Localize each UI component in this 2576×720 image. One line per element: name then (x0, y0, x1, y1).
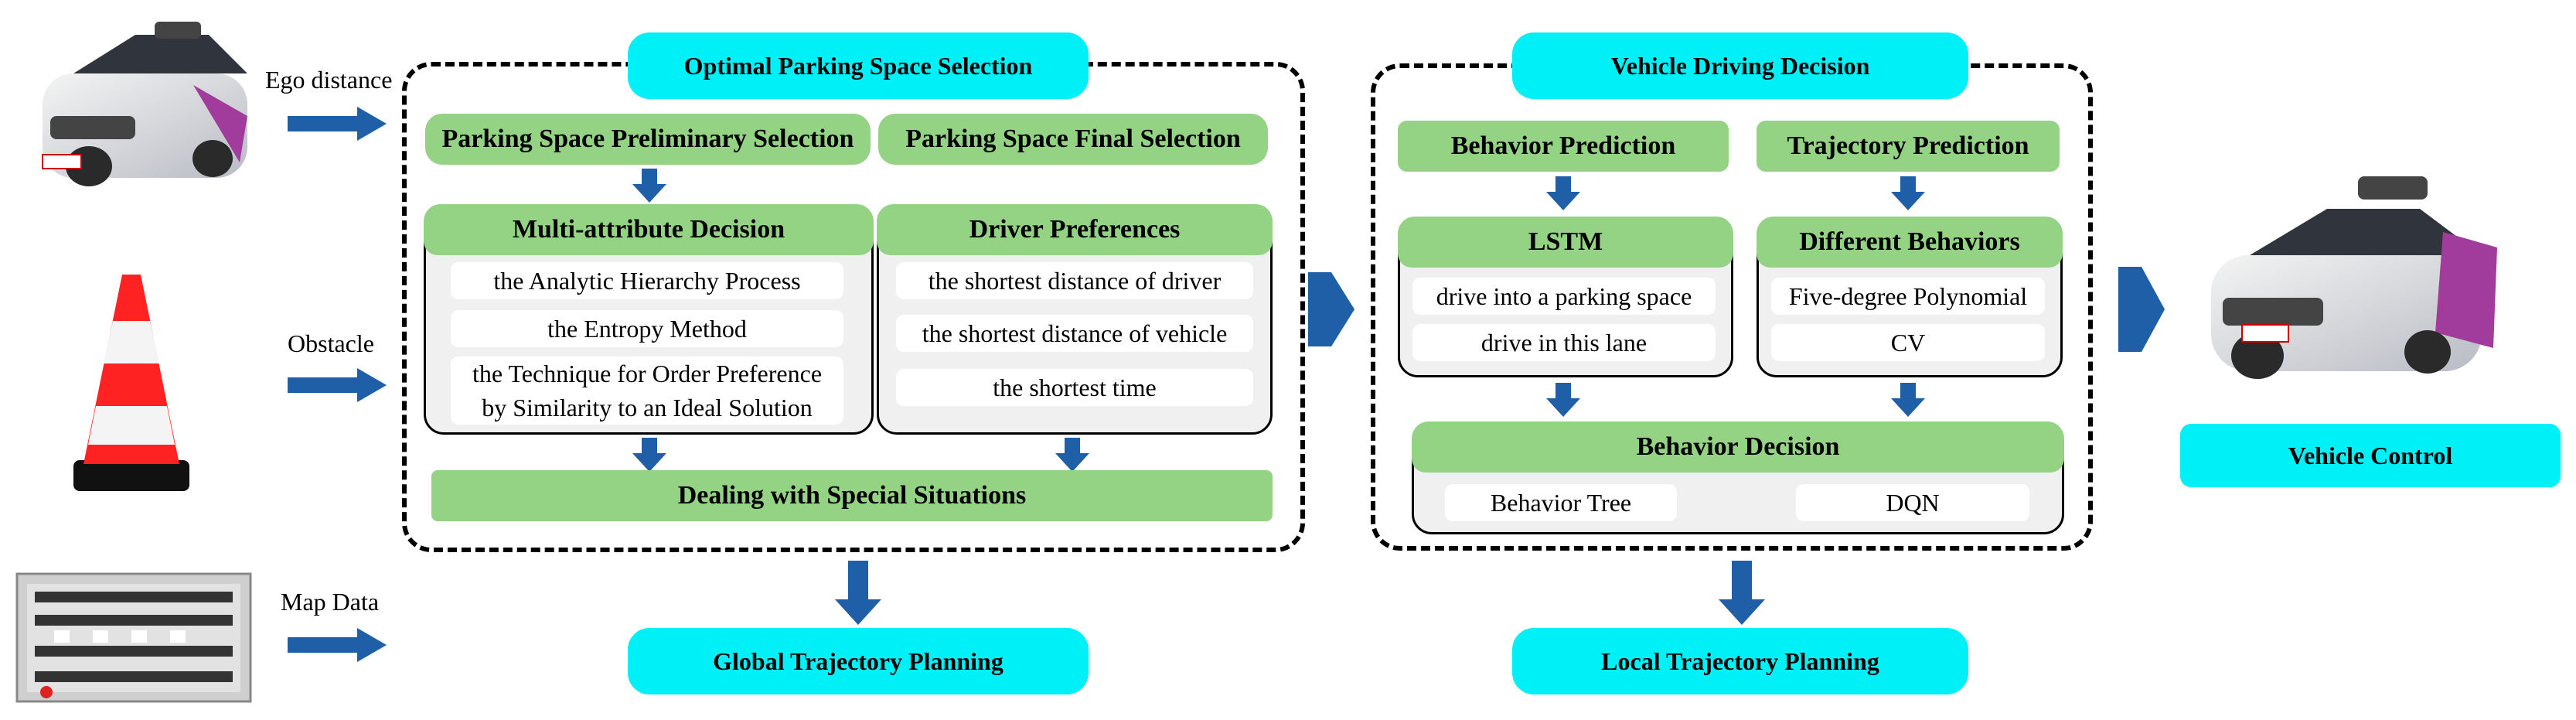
traffic-cone-image (73, 275, 189, 491)
shortest-driver-item: the shortest distance of driver (896, 262, 1253, 299)
special-situations: Dealing with Special Situations (431, 470, 1273, 521)
shortest-vehicle-item: the shortest distance of vehicle (896, 315, 1253, 352)
parking-map-image (15, 572, 252, 703)
cv-item: CV (1771, 324, 2045, 361)
shortest-time-item: the shortest time (896, 369, 1253, 406)
driver-preferences-panel: Driver Preferences the shortest distance… (877, 204, 1273, 435)
preliminary-selection: Parking Space Preliminary Selection (425, 114, 871, 165)
multi-attribute-title: Multi-attribute Decision (424, 204, 874, 255)
entropy-item: the Entropy Method (451, 310, 843, 347)
ego-distance-label: Ego distance (265, 66, 393, 94)
topsis-line-1: the Technique for Order Preference (472, 360, 823, 387)
car-image-left (42, 22, 247, 186)
driver-preferences-title: Driver Preferences (877, 204, 1273, 255)
vehicle-driving-title: Vehicle Driving Decision (1512, 32, 1968, 99)
five-degree-polynomial-item: Five-degree Polynomial (1771, 278, 2045, 315)
lstm-panel: LSTM drive into a parking space drive in… (1398, 217, 1733, 377)
optimal-parking-title: Optimal Parking Space Selection (628, 32, 1089, 99)
trajectory-prediction: Trajectory Prediction (1757, 121, 2060, 172)
down-arrows-parking (632, 169, 1089, 625)
different-behaviors-title: Different Behaviors (1757, 217, 2063, 268)
local-trajectory-planning: Local Trajectory Planning (1512, 628, 1968, 694)
down-arrows-driving (1546, 176, 1925, 625)
different-behaviors-panel: Different Behaviors Five-degree Polynomi… (1757, 217, 2063, 377)
behavior-decision-panel: Behavior Decision Behavior Tree DQN (1412, 421, 2064, 534)
input-arrows (288, 107, 387, 662)
lstm-title: LSTM (1398, 217, 1733, 268)
behavior-decision-title: Behavior Decision (1412, 421, 2064, 473)
dqn-item: DQN (1796, 484, 2029, 521)
map-data-label: Map Data (281, 588, 380, 616)
drive-in-lane-item: drive in this lane (1412, 324, 1716, 361)
obstacle-label: Obstacle (288, 329, 374, 357)
behavior-tree-item: Behavior Tree (1445, 484, 1677, 521)
multi-attribute-panel: Multi-attribute Decision the Analytic Hi… (424, 204, 874, 435)
vehicle-control: Vehicle Control (2180, 424, 2561, 487)
drive-into-parking-item: drive into a parking space (1412, 278, 1716, 315)
car-image-right (2211, 176, 2497, 379)
topsis-line-2: by Similarity to an Ideal Solution (482, 394, 813, 421)
final-selection: Parking Space Final Selection (878, 114, 1268, 165)
topsis-item: the Technique for Order Preference by Si… (451, 357, 843, 425)
ahp-item: the Analytic Hierarchy Process (451, 262, 843, 299)
flow-arrows (1308, 267, 2165, 352)
behavior-prediction: Behavior Prediction (1398, 121, 1729, 172)
global-trajectory-planning: Global Trajectory Planning (628, 628, 1089, 694)
